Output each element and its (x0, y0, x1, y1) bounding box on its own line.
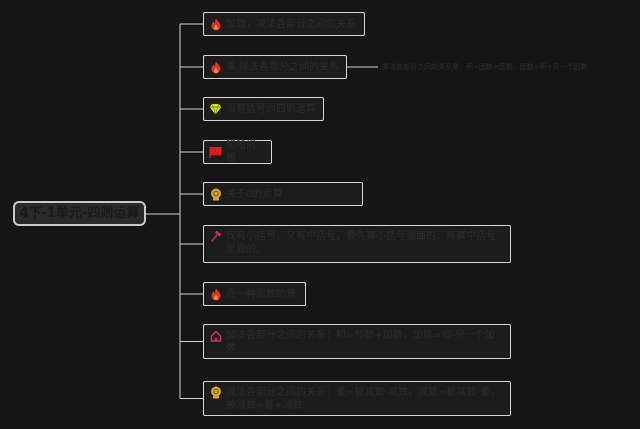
medal-icon (209, 386, 222, 399)
house-icon (209, 329, 222, 342)
topic-node[interactable]: 没有括号的四则运算 (203, 97, 324, 121)
topic-label: 关于0的运算 (226, 188, 283, 200)
topic-label: 加法各部分之间的关系：和=加数+加数，加数=和-另一个加数 (226, 330, 495, 354)
flag-icon (209, 146, 222, 159)
topic-label: 乘,除法各部分之间的关系 (226, 61, 340, 73)
hammer-icon (209, 230, 222, 243)
medal-icon (209, 188, 222, 201)
topic-node[interactable]: 关于0的运算 (203, 182, 363, 206)
fire-icon (209, 61, 222, 74)
fire-icon (209, 288, 222, 301)
topic-node[interactable]: 加数，减法各部分之间的关系 (203, 12, 365, 36)
topic-label: 既有小括号，又有中括号，要先算小括号里面的，再算中括号里面的。 (226, 231, 496, 255)
topic-node[interactable]: 而一种思数的营 (203, 282, 306, 306)
topic-label: 没有括号的四则运算 (226, 103, 316, 115)
root-topic[interactable]: 4下-1单元-四则运算 (13, 201, 146, 226)
topic-label: 加数，减法各部分之间的关系 (226, 18, 356, 30)
topic-node[interactable]: 乘,除法各部分之间的关系 (203, 55, 347, 79)
topic-label: 租船问题 (226, 140, 256, 164)
fire-icon (209, 18, 222, 31)
diamond-icon (209, 103, 222, 116)
topic-node[interactable]: 加法各部分之间的关系：和=加数+加数，加数=和-另一个加数 (203, 324, 511, 359)
topic-label: 而一种思数的营 (226, 288, 296, 300)
topic-node[interactable]: 租船问题 (203, 140, 272, 164)
topic-node[interactable]: 既有小括号，又有中括号，要先算小括号里面的，再算中括号里面的。 (203, 225, 511, 263)
branch-note: 乘法各部分之间的关系是：积=因数×因数，因数=积÷另一个因数 (382, 63, 588, 71)
topic-label: 减法各部分之间的关系：差=被减数-减数，减数=被减数-差，被减数=差+减数 (226, 387, 500, 411)
topic-node[interactable]: 减法各部分之间的关系：差=被减数-减数，减数=被减数-差，被减数=差+减数 (203, 381, 511, 416)
